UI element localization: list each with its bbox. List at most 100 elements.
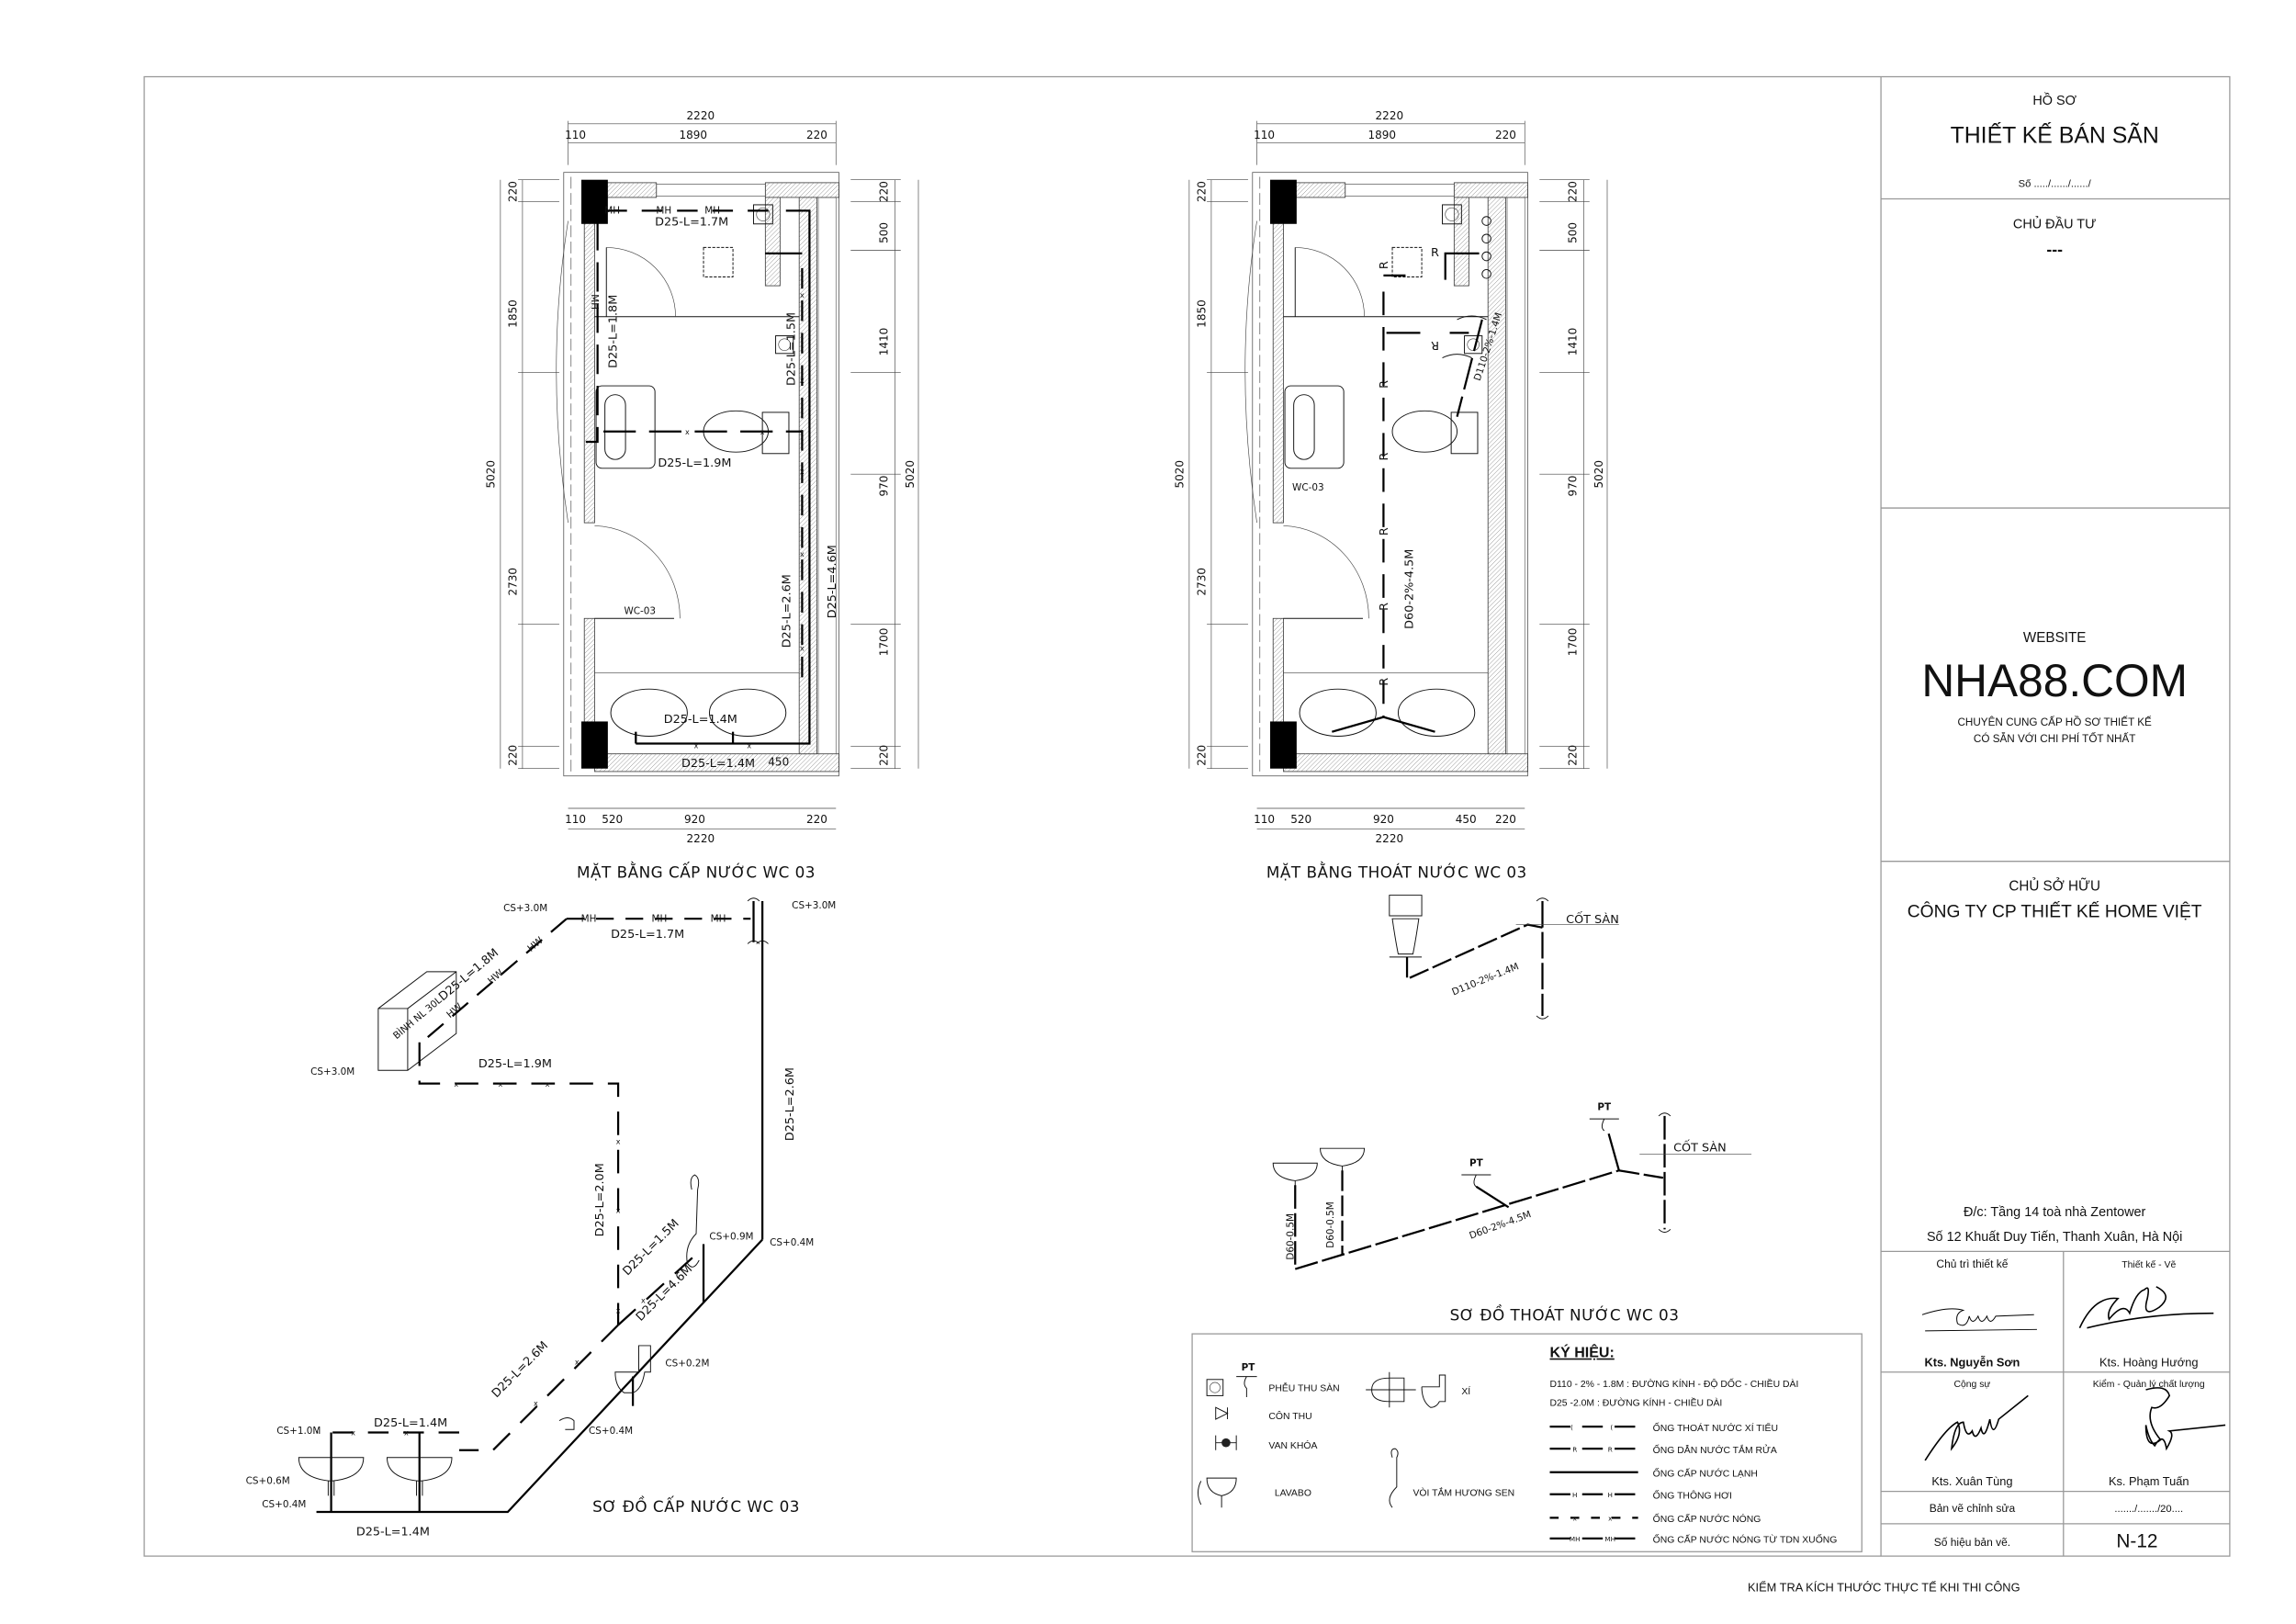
level-mark: CS+0.4M [770, 1237, 814, 1248]
hatch-line [687, 753, 705, 773]
hatch-line [1491, 753, 1509, 773]
hatch-line [799, 506, 817, 524]
hatch-line [584, 272, 595, 284]
hatch-line [628, 182, 644, 198]
hatch-line [584, 422, 595, 434]
floor-drain-icon [753, 204, 773, 225]
toilet-icon [614, 1345, 651, 1393]
hatch-line [1488, 325, 1506, 344]
hatch-line [1488, 462, 1506, 480]
hatch-line [1488, 254, 1506, 273]
hatch-line [1488, 352, 1506, 370]
hatch-line [612, 753, 631, 773]
toilet-tank [761, 412, 790, 455]
hatch-line [1330, 182, 1345, 198]
hatch-line [1454, 182, 1459, 187]
hatch-line [1488, 626, 1506, 644]
hatch-line [1488, 514, 1506, 534]
hatch-line [1273, 307, 1284, 319]
dim-top-part: 220 [806, 129, 827, 141]
hatch-line [1488, 497, 1506, 516]
hatch-line [1406, 753, 1425, 773]
hatch-line [621, 753, 639, 773]
lavabo-icon [386, 1457, 453, 1496]
hatch-line [1273, 299, 1284, 310]
x-mark: x [534, 1400, 538, 1408]
floor-drain-icon [1464, 335, 1483, 355]
dim-top-part: 110 [1254, 129, 1275, 141]
hatch-line [1488, 422, 1506, 441]
hatch-line [1488, 197, 1497, 207]
hatch-line [1454, 197, 1468, 211]
hatch-line [1488, 536, 1506, 556]
toilet-tank [1450, 412, 1479, 455]
hatch-line [1273, 673, 1284, 685]
hatch-line [584, 250, 595, 262]
website-url[interactable]: NHA88.COM [1921, 655, 2188, 706]
hatch-line [1488, 581, 1506, 600]
hatch-line [584, 316, 595, 328]
hatch-line [1469, 753, 1487, 773]
hatch-line [1496, 182, 1513, 198]
hatch-line [1488, 696, 1506, 715]
hatch-line [1488, 360, 1506, 379]
hatch-line [695, 753, 715, 773]
hatch-line [1273, 479, 1284, 491]
vent-stack-icon [1481, 216, 1491, 226]
hatch-line [656, 753, 675, 773]
hatch-line [1491, 740, 1506, 754]
dim-left-part: 220 [507, 181, 520, 202]
hatch-line [1517, 761, 1528, 773]
hatch-line [584, 660, 595, 672]
hatch-line [1454, 257, 1469, 273]
hatch-line [1488, 577, 1506, 595]
mh-mark: MH [656, 206, 671, 217]
hatch-line [1488, 316, 1506, 335]
hatch-line [1508, 753, 1527, 773]
hatch-line [584, 307, 595, 319]
hatch-line [1273, 484, 1284, 495]
legend-box: PT PHỄU THU SÀN CÔN THU VAN KHÓA LAVABO … [1191, 1333, 1863, 1552]
dim-left-part: 1850 [1196, 299, 1209, 328]
hatch-line [1488, 333, 1506, 353]
pipe-label: D25-L=1.9M [658, 457, 731, 470]
floor-level-label: CỐT SÀN [1566, 911, 1619, 927]
hatch-line [1454, 248, 1469, 265]
hatch-line [1420, 753, 1438, 773]
hatch-line [799, 736, 817, 754]
toilet-icon [1391, 410, 1458, 453]
hatch-line [584, 502, 595, 513]
hatched-wall [1272, 220, 1284, 524]
hatch-line [584, 237, 595, 248]
hatch-line [824, 756, 839, 773]
hatch-line [584, 333, 595, 345]
hatch-line [799, 709, 817, 728]
dim-right-part: 1410 [877, 328, 890, 356]
role-qc: Kiểm - Quản lý chất lượng [2093, 1379, 2205, 1390]
hatch-line [1488, 440, 1506, 458]
hatch-line [765, 262, 781, 277]
dim-bottom-total: 2220 [1376, 832, 1404, 845]
hatch-line [669, 753, 688, 773]
name-lead-designer: Kts. Nguyễn Sơn [1925, 1355, 2020, 1369]
hatch-line [1273, 511, 1284, 522]
hatch-line [584, 254, 595, 265]
hatch-line [1437, 753, 1457, 773]
hatch-line [1488, 634, 1506, 653]
hatch-line [1273, 626, 1284, 637]
r-mark: R [1378, 261, 1391, 269]
dim-top-part: 220 [1495, 129, 1516, 141]
hatch-line [1488, 294, 1506, 313]
signature-collaborator [1924, 1394, 2029, 1461]
hatch-line [1273, 321, 1284, 332]
mh-mark: MH [652, 913, 668, 924]
door-swing-arc [1283, 524, 1369, 619]
hatch-line [1455, 753, 1474, 773]
hatch-line [584, 682, 595, 694]
hatch-line [1273, 665, 1284, 676]
hatch-line [1273, 343, 1284, 354]
hatch-line [1273, 709, 1284, 721]
hatch-line [783, 753, 803, 773]
hatch-line [1488, 378, 1506, 397]
